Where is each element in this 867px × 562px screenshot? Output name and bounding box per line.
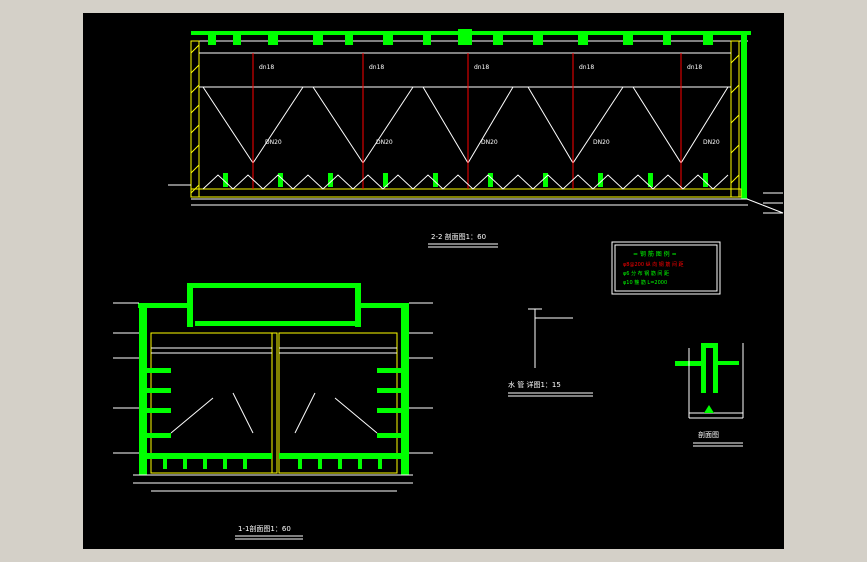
trough-tag-5: DN20	[703, 139, 720, 146]
drawing-canvas: dn18 dn18 dn18 dn18 dn18 DN20 DN20 DN20 …	[113, 29, 784, 540]
pipe-tag-4: dn18	[579, 64, 594, 71]
rebar-legend: = 钢 筋 图 例 = φ8@200 纵 向 钢 筋 间 距 φ6 分 布 钢 …	[611, 241, 721, 295]
pipe-tag-3: dn18	[474, 64, 489, 71]
hopper-group	[202, 86, 729, 164]
section-2-2-title: 2-2 剖面图1：60	[431, 232, 486, 241]
legend-title: = 钢 筋 图 例 =	[633, 250, 677, 258]
trough-tag-1: DN20	[265, 139, 282, 146]
legend-line-1: φ8@200 纵 向 钢 筋 间 距	[623, 261, 684, 268]
section-2-2: dn18 dn18 dn18 dn18 dn18 DN20 DN20 DN20 …	[168, 29, 784, 248]
right-detail-title: 剖面图	[698, 430, 719, 439]
pipe-tag-2: dn18	[369, 64, 384, 71]
pipe-detail: 水 管 详图1：15	[508, 308, 593, 397]
pipe-detail-title: 水 管 详图1：15	[508, 380, 561, 389]
legend-line-2: φ6 分 布 钢 筋 间 距	[623, 270, 669, 277]
trough-tag-3: DN20	[481, 139, 498, 146]
cad-viewport[interactable]: dn18 dn18 dn18 dn18 dn18 DN20 DN20 DN20 …	[83, 13, 784, 549]
pipe-tag-5: dn18	[687, 64, 702, 71]
trough-tag-4: DN20	[593, 139, 610, 146]
pipe-tag-1: dn18	[259, 64, 274, 71]
section-1-1-title: 1-1剖面图1：60	[238, 524, 291, 533]
trough-tag-2: DN20	[376, 139, 393, 146]
legend-line-3: φ10 箍 筋 L=2000	[623, 279, 667, 286]
section-1-1: 1-1剖面图1：60	[113, 283, 433, 540]
right-detail-section: 剖面图	[675, 343, 744, 447]
